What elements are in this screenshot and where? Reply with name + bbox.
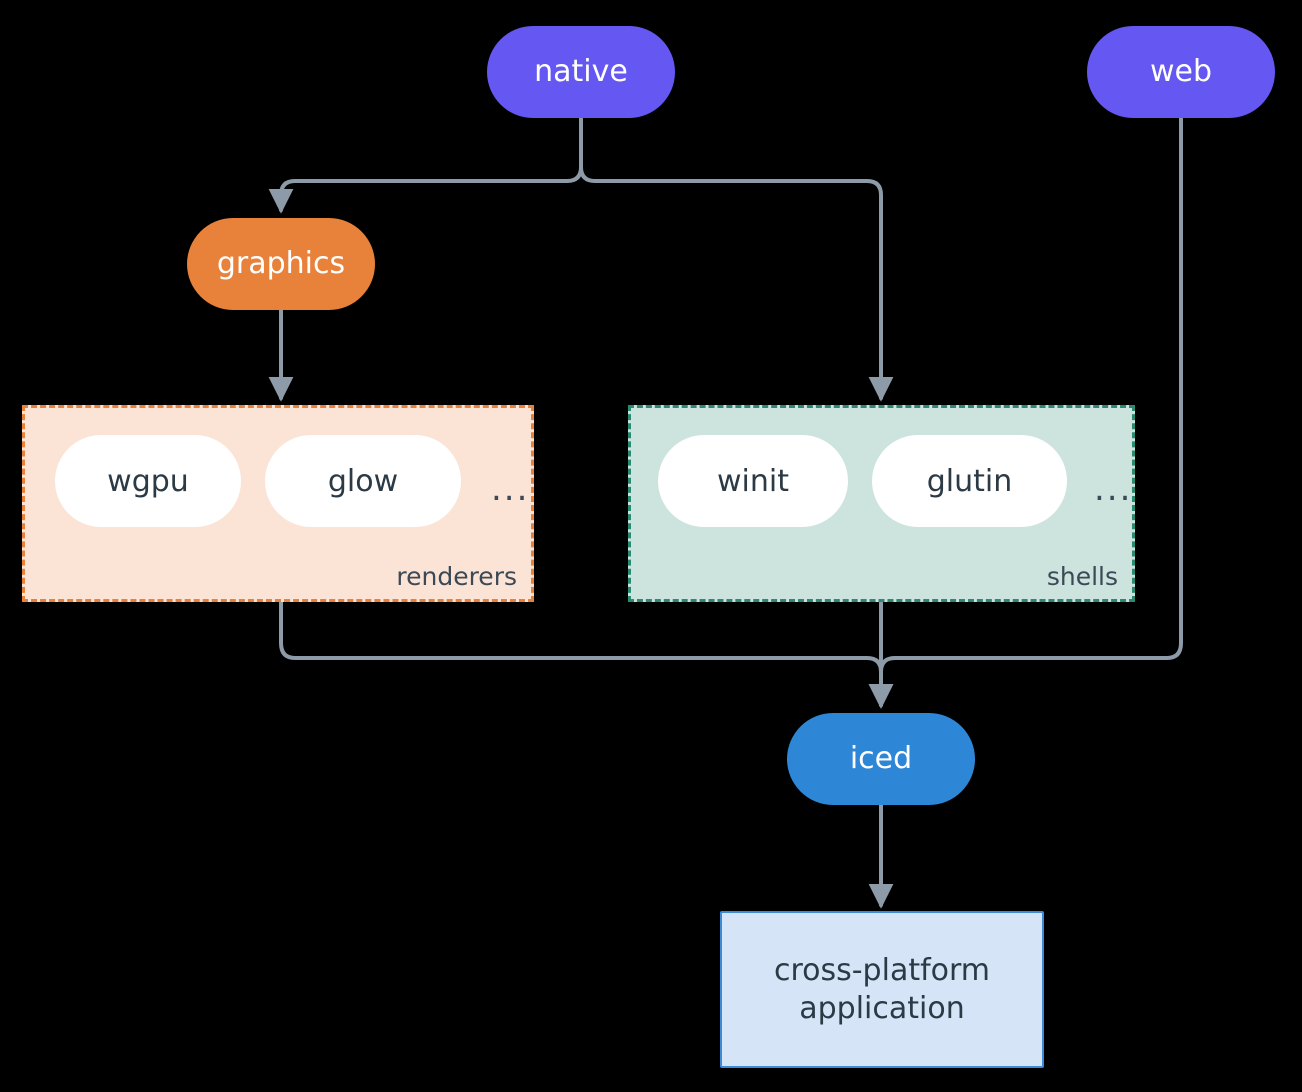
node-iced[interactable]: iced <box>787 713 975 805</box>
leaf-glow[interactable]: glow <box>265 435 461 527</box>
leaf-winit[interactable]: winit <box>658 435 848 527</box>
edge-renderers-to-iced <box>279 600 894 709</box>
node-native[interactable]: native <box>487 26 675 118</box>
node-native-label: native <box>534 54 628 90</box>
leaf-glutin-label: glutin <box>926 463 1013 499</box>
node-cross-platform-application[interactable]: cross-platform application <box>720 911 1044 1068</box>
leaf-glow-label: glow <box>327 463 399 499</box>
cluster-renderers-label: renderers <box>396 562 517 591</box>
cluster-shells-label: shells <box>1046 562 1118 591</box>
cluster-renderers: wgpu glow ... renderers <box>22 405 534 602</box>
leaf-wgpu[interactable]: wgpu <box>55 435 241 527</box>
edge-native-to-shells <box>579 116 894 402</box>
node-graphics[interactable]: graphics <box>187 218 375 310</box>
application-line-1: cross-platform <box>773 953 991 988</box>
renderers-overflow-ellipsis: ... <box>491 469 530 509</box>
node-web-label: web <box>1149 54 1213 90</box>
node-iced-label: iced <box>849 741 913 777</box>
edge-web-to-iced <box>868 116 1183 709</box>
leaf-wgpu-label: wgpu <box>107 463 189 499</box>
shells-overflow-ellipsis: ... <box>1094 469 1133 509</box>
application-line-2: application <box>799 990 965 1026</box>
node-web[interactable]: web <box>1087 26 1275 118</box>
node-graphics-label: graphics <box>216 246 346 282</box>
leaf-glutin[interactable]: glutin <box>872 435 1067 527</box>
cluster-shells: winit glutin ... shells <box>628 405 1135 602</box>
edge-native-to-graphics <box>268 116 583 214</box>
leaf-winit-label: winit <box>717 463 789 499</box>
